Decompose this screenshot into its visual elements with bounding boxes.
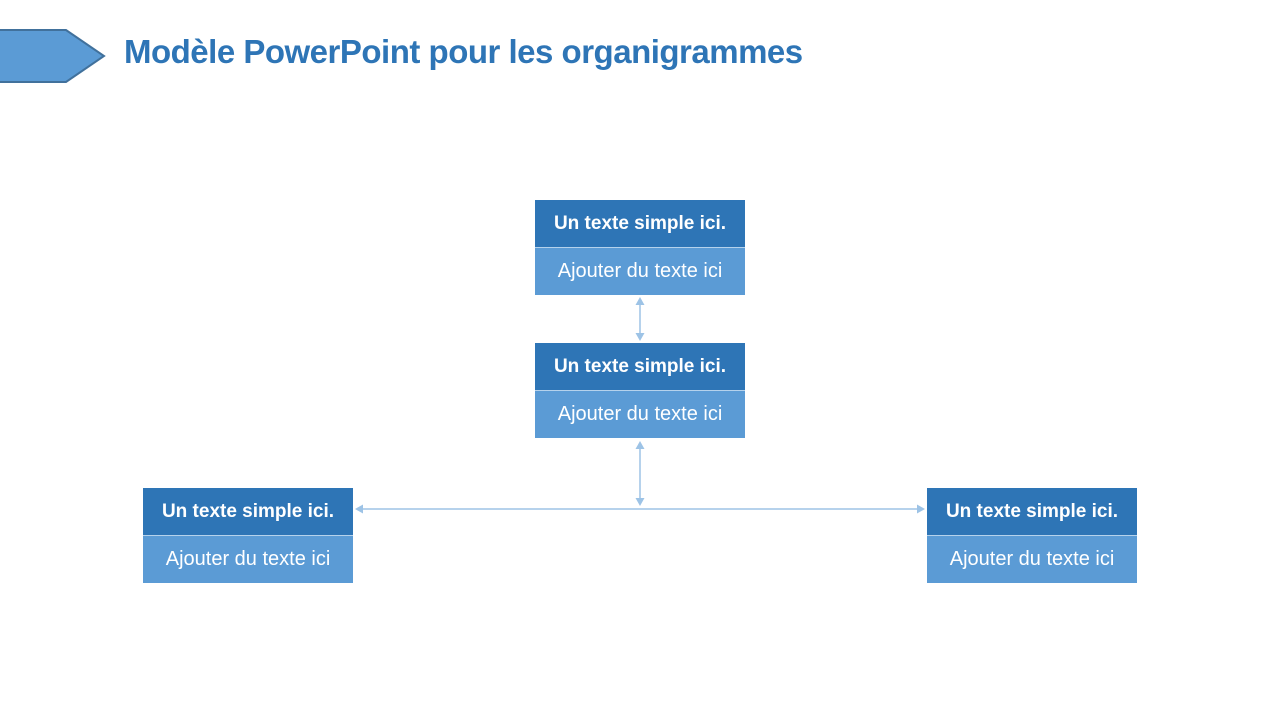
slide-title: Modèle PowerPoint pour les organigrammes (124, 33, 803, 70)
node-body[interactable]: Ajouter du texte ici (927, 535, 1137, 583)
node-header[interactable]: Un texte simple ici. (143, 488, 353, 535)
connector-middle-branch (635, 441, 645, 506)
node-body[interactable]: Ajouter du texte ici (535, 390, 745, 438)
org-node-right[interactable]: Un texte simple ici. Ajouter du texte ic… (927, 488, 1137, 583)
org-node-middle[interactable]: Un texte simple ici. Ajouter du texte ic… (535, 343, 745, 438)
node-header[interactable]: Un texte simple ici. (535, 200, 745, 247)
connector-top-middle (635, 297, 645, 341)
node-body[interactable]: Ajouter du texte ici (143, 535, 353, 583)
title-banner-shape (0, 29, 106, 83)
node-body[interactable]: Ajouter du texte ici (535, 247, 745, 295)
connector-horizontal-branch (355, 504, 925, 514)
org-node-left[interactable]: Un texte simple ici. Ajouter du texte ic… (143, 488, 353, 583)
org-node-top[interactable]: Un texte simple ici. Ajouter du texte ic… (535, 200, 745, 295)
node-header[interactable]: Un texte simple ici. (535, 343, 745, 390)
node-header[interactable]: Un texte simple ici. (927, 488, 1137, 535)
